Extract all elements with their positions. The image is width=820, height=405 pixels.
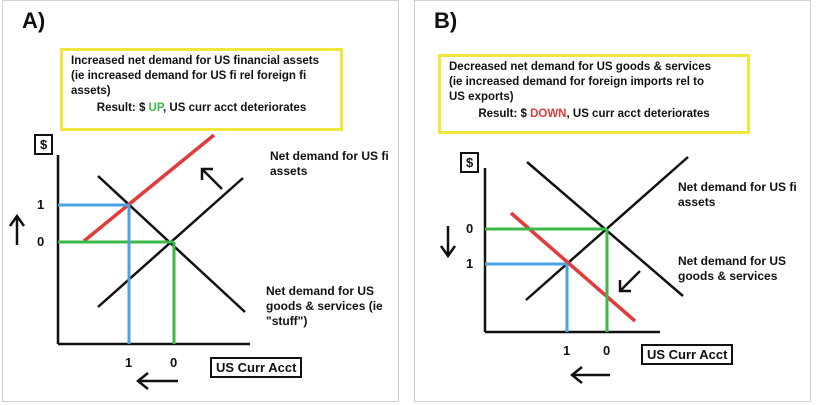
panel-a-note-line-3: assets) [71,85,111,97]
panel-a-result: Result: $ UP, US curr acct deteriorates [71,101,332,116]
panel-b-y-tick-1: 1 [466,256,474,271]
panel-a-assets-label: Net demand for US fi assets [270,149,389,178]
panel-a-x-axis-label: US Curr Acct [210,357,303,378]
panel-b-note-line-3: US exports) [449,91,514,103]
panel-b-x-axis-label: US Curr Acct [641,344,734,365]
panel-b-x-tick-0: 0 [603,343,611,358]
panel-a-result-prefix: Result: $ [96,102,149,114]
panel-a-goods-label: Net demand for US goods & services (ie "… [266,284,383,328]
panel-a-x-tick-1: 1 [125,355,133,370]
panel-a-left-arrow-icon [135,372,178,390]
panel-b-shifted-curve [509,211,637,323]
panel-b-result-prefix: Result: $ [478,108,531,120]
panel-a-note-line-1: Increased net demand for US financial as… [71,55,319,67]
panel-a-letter: A) [22,8,46,33]
panel-b-x-tick-1: 1 [563,343,571,358]
panel-a-shifted-curve [82,133,216,243]
panel-b-result-word: DOWN [530,108,567,120]
panel-b-y-tick-0: 0 [466,221,474,236]
panel-b-result: Result: $ DOWN, US curr acct deteriorate… [449,107,739,122]
panel-a-y-tick-1: 1 [37,197,45,212]
panel-a-up-arrow-icon [8,213,26,245]
panel-a-shift-arrow-icon [200,167,223,190]
panel-a-result-word: UP [148,102,164,114]
panel-b-note: Decreased net demand for US goods & serv… [438,54,750,134]
panel-b-note-line-1: Decreased net demand for US goods & serv… [449,61,712,73]
panel-b-left-arrow-icon [569,366,610,384]
panel-a-note-line-2: (ie increased demand for US fi rel forei… [71,70,307,82]
panel-b-result-suffix: , US curr acct deteriorates [566,108,710,120]
panel-b-down-arrow-icon [439,226,457,259]
panel-b-letter: B) [434,8,458,33]
panel-a-y-axis-label: $ [34,134,54,155]
panel-a-note: Increased net demand for US financial as… [60,48,343,131]
panel-a-x-tick-0: 0 [170,355,178,370]
panel-b-shift-arrow-icon [618,270,641,293]
panel-b-assets-label: Net demand for US fi assets [678,180,797,209]
panel-b-goods-label: Net demand for US goods & services [678,254,787,283]
panel-b-y-axis-label: $ [460,152,480,173]
panel-a-assets-curve [97,175,246,313]
panel-a-result-suffix: , US curr acct deteriorates [163,102,307,114]
panel-b-note-line-2: (ie increased demand for foreign imports… [449,76,704,88]
panel-a-y-tick-0: 0 [37,234,45,249]
